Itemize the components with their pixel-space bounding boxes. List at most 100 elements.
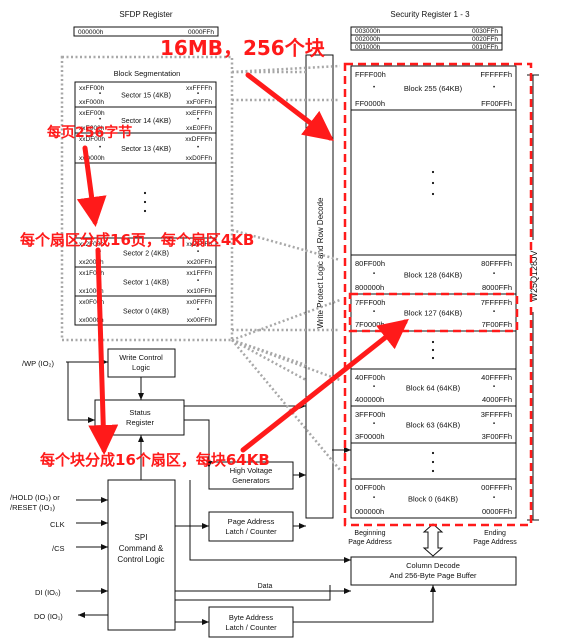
sfdp-start: 000000h bbox=[78, 29, 104, 36]
bullet: • bbox=[373, 385, 375, 391]
block-label: Block 127 (64KB) bbox=[404, 309, 463, 318]
security-register bbox=[350, 26, 503, 51]
byte-address-latch bbox=[208, 606, 294, 638]
page-address-latch bbox=[208, 511, 294, 542]
sector-end-address: xxD0FFh bbox=[186, 155, 213, 162]
spi-label-3: Control Logic bbox=[117, 555, 164, 564]
security-row-end: 0010FFh bbox=[472, 44, 498, 51]
block-start-address: 400000h bbox=[355, 395, 384, 404]
status-register-label: Status bbox=[129, 408, 151, 417]
block-end-address: FF00FFh bbox=[481, 99, 512, 108]
ending-label: Ending bbox=[484, 530, 506, 537]
bullet: • bbox=[493, 310, 495, 316]
write-protect-label: Write Protect Logic and Row Decode bbox=[316, 197, 325, 329]
pin-wp: /WP (IO₂) bbox=[22, 359, 54, 368]
pin-reset: /RESET (IO₃) bbox=[10, 503, 56, 512]
bullet: • bbox=[493, 422, 495, 428]
security-row-end: 0020FFh bbox=[472, 36, 498, 43]
sector-end-address: xxEFFFh bbox=[186, 110, 213, 117]
security-rows: 003000h 0030FFh 002000h 0020FFh 001000h … bbox=[355, 28, 498, 51]
sector-end-address: xx0FFFh bbox=[186, 299, 212, 306]
bullet: • bbox=[197, 92, 199, 98]
block-start-address: 7FFF00h bbox=[355, 298, 385, 307]
bullet: • bbox=[493, 272, 495, 278]
sector-end-address: xxFFFFh bbox=[186, 85, 212, 92]
block-end-address: 7F00FFh bbox=[482, 320, 512, 329]
data-label: Data bbox=[258, 583, 273, 590]
high-voltage-label: High Voltage bbox=[230, 466, 273, 475]
sector-start-address: xx2F00h bbox=[79, 241, 104, 248]
block-end-address: 7FFFFFh bbox=[481, 298, 512, 307]
annotation-arrows bbox=[76, 72, 409, 455]
block-start-address: 7F0000h bbox=[355, 320, 385, 329]
bullet: • bbox=[197, 250, 199, 256]
page-address-label: Page Address bbox=[228, 517, 275, 526]
block-end-address: 3F00FFh bbox=[482, 432, 512, 441]
high-voltage-generators bbox=[208, 461, 294, 490]
byte-address-label: Byte Address bbox=[229, 613, 273, 622]
sector-start-address: xx1000h bbox=[79, 288, 104, 295]
block-start-address: FF0000h bbox=[355, 99, 385, 108]
block-label: Block 255 (64KB) bbox=[404, 84, 463, 93]
sector-start-address: xx0F00h bbox=[79, 299, 104, 306]
sector-ellipsis bbox=[143, 191, 147, 213]
security-row-end: 0030FFh bbox=[472, 28, 498, 35]
bullet: • bbox=[493, 385, 495, 391]
block-label: Block 63 (64KB) bbox=[406, 421, 461, 430]
spi-label: SPI bbox=[135, 533, 148, 542]
sector-label: Sector 0 (4KB) bbox=[123, 309, 169, 316]
column-decode-label-2: And 256-Byte Page Buffer bbox=[389, 571, 477, 580]
block-label: Block 0 (64KB) bbox=[408, 495, 459, 504]
sector-end-address: xx20FFh bbox=[187, 259, 213, 266]
bullet: • bbox=[197, 117, 199, 123]
block-start-address: 3FFF00h bbox=[355, 410, 385, 419]
beginning-label-2: Page Address bbox=[348, 539, 392, 546]
sector-label: Sector 1 (4KB) bbox=[123, 280, 169, 287]
block-label: Block 128 (64KB) bbox=[404, 271, 463, 280]
bullet: • bbox=[373, 496, 375, 502]
block-start-address: 000000h bbox=[355, 507, 384, 516]
write-control-logic bbox=[107, 348, 176, 378]
sector-end-address: xxDFFFh bbox=[185, 136, 212, 143]
block-segmentation-title: Block Segmentation bbox=[114, 69, 181, 78]
sector-start-address: xxD000h bbox=[79, 155, 105, 162]
bullet: • bbox=[99, 145, 101, 151]
memory-column-connector bbox=[422, 523, 444, 557]
block-end-address: 3FFFFFh bbox=[481, 410, 512, 419]
block-start-address: 3F0000h bbox=[355, 432, 385, 441]
sfdp-title: SFDP Register bbox=[119, 10, 173, 19]
spi-label-2: Command & bbox=[119, 544, 164, 553]
sector-start-address: xxDF00h bbox=[79, 136, 105, 143]
block-end-address: 40FFFFh bbox=[481, 373, 512, 382]
sector-end-address: xx10FFh bbox=[187, 288, 213, 295]
annotation-total: 16MB，256个块 bbox=[160, 36, 326, 60]
bullet: • bbox=[197, 145, 199, 151]
high-voltage-label-2: Generators bbox=[232, 476, 270, 485]
block-segmentation-frame bbox=[60, 55, 234, 342]
sector-label: Sector 13 (4KB) bbox=[121, 146, 171, 153]
security-row-start: 003000h bbox=[355, 28, 381, 35]
pin-do: DO (IO₁) bbox=[34, 612, 63, 621]
security-row-start: 002000h bbox=[355, 36, 381, 43]
sector-start-address: xx0000h bbox=[79, 317, 104, 324]
beginning-label: Beginning bbox=[354, 530, 385, 537]
annotation-sector: 每个扇区分成16页，每个扇区4KB bbox=[20, 231, 254, 249]
chip-name: W25Q128JV bbox=[529, 250, 539, 301]
block-start-address: 800000h bbox=[355, 283, 384, 292]
bullet: • bbox=[197, 308, 199, 314]
bullet: • bbox=[99, 117, 101, 123]
sector-start-address: xx1F00h bbox=[79, 270, 104, 277]
block-start-address: 80FF00h bbox=[355, 259, 385, 268]
block-start-address: 00FF00h bbox=[355, 483, 385, 492]
sector-start-address: xx2000h bbox=[79, 259, 104, 266]
block-end-address: 8000FFh bbox=[482, 283, 512, 292]
bullet: • bbox=[493, 85, 495, 91]
block-end-address: 80FFFFh bbox=[481, 259, 512, 268]
sector-start-address: xxE000h bbox=[79, 125, 105, 132]
bullet: • bbox=[373, 272, 375, 278]
block-end-address: 0000FFh bbox=[482, 507, 512, 516]
annotation-page: 每页256字节 bbox=[47, 124, 132, 141]
